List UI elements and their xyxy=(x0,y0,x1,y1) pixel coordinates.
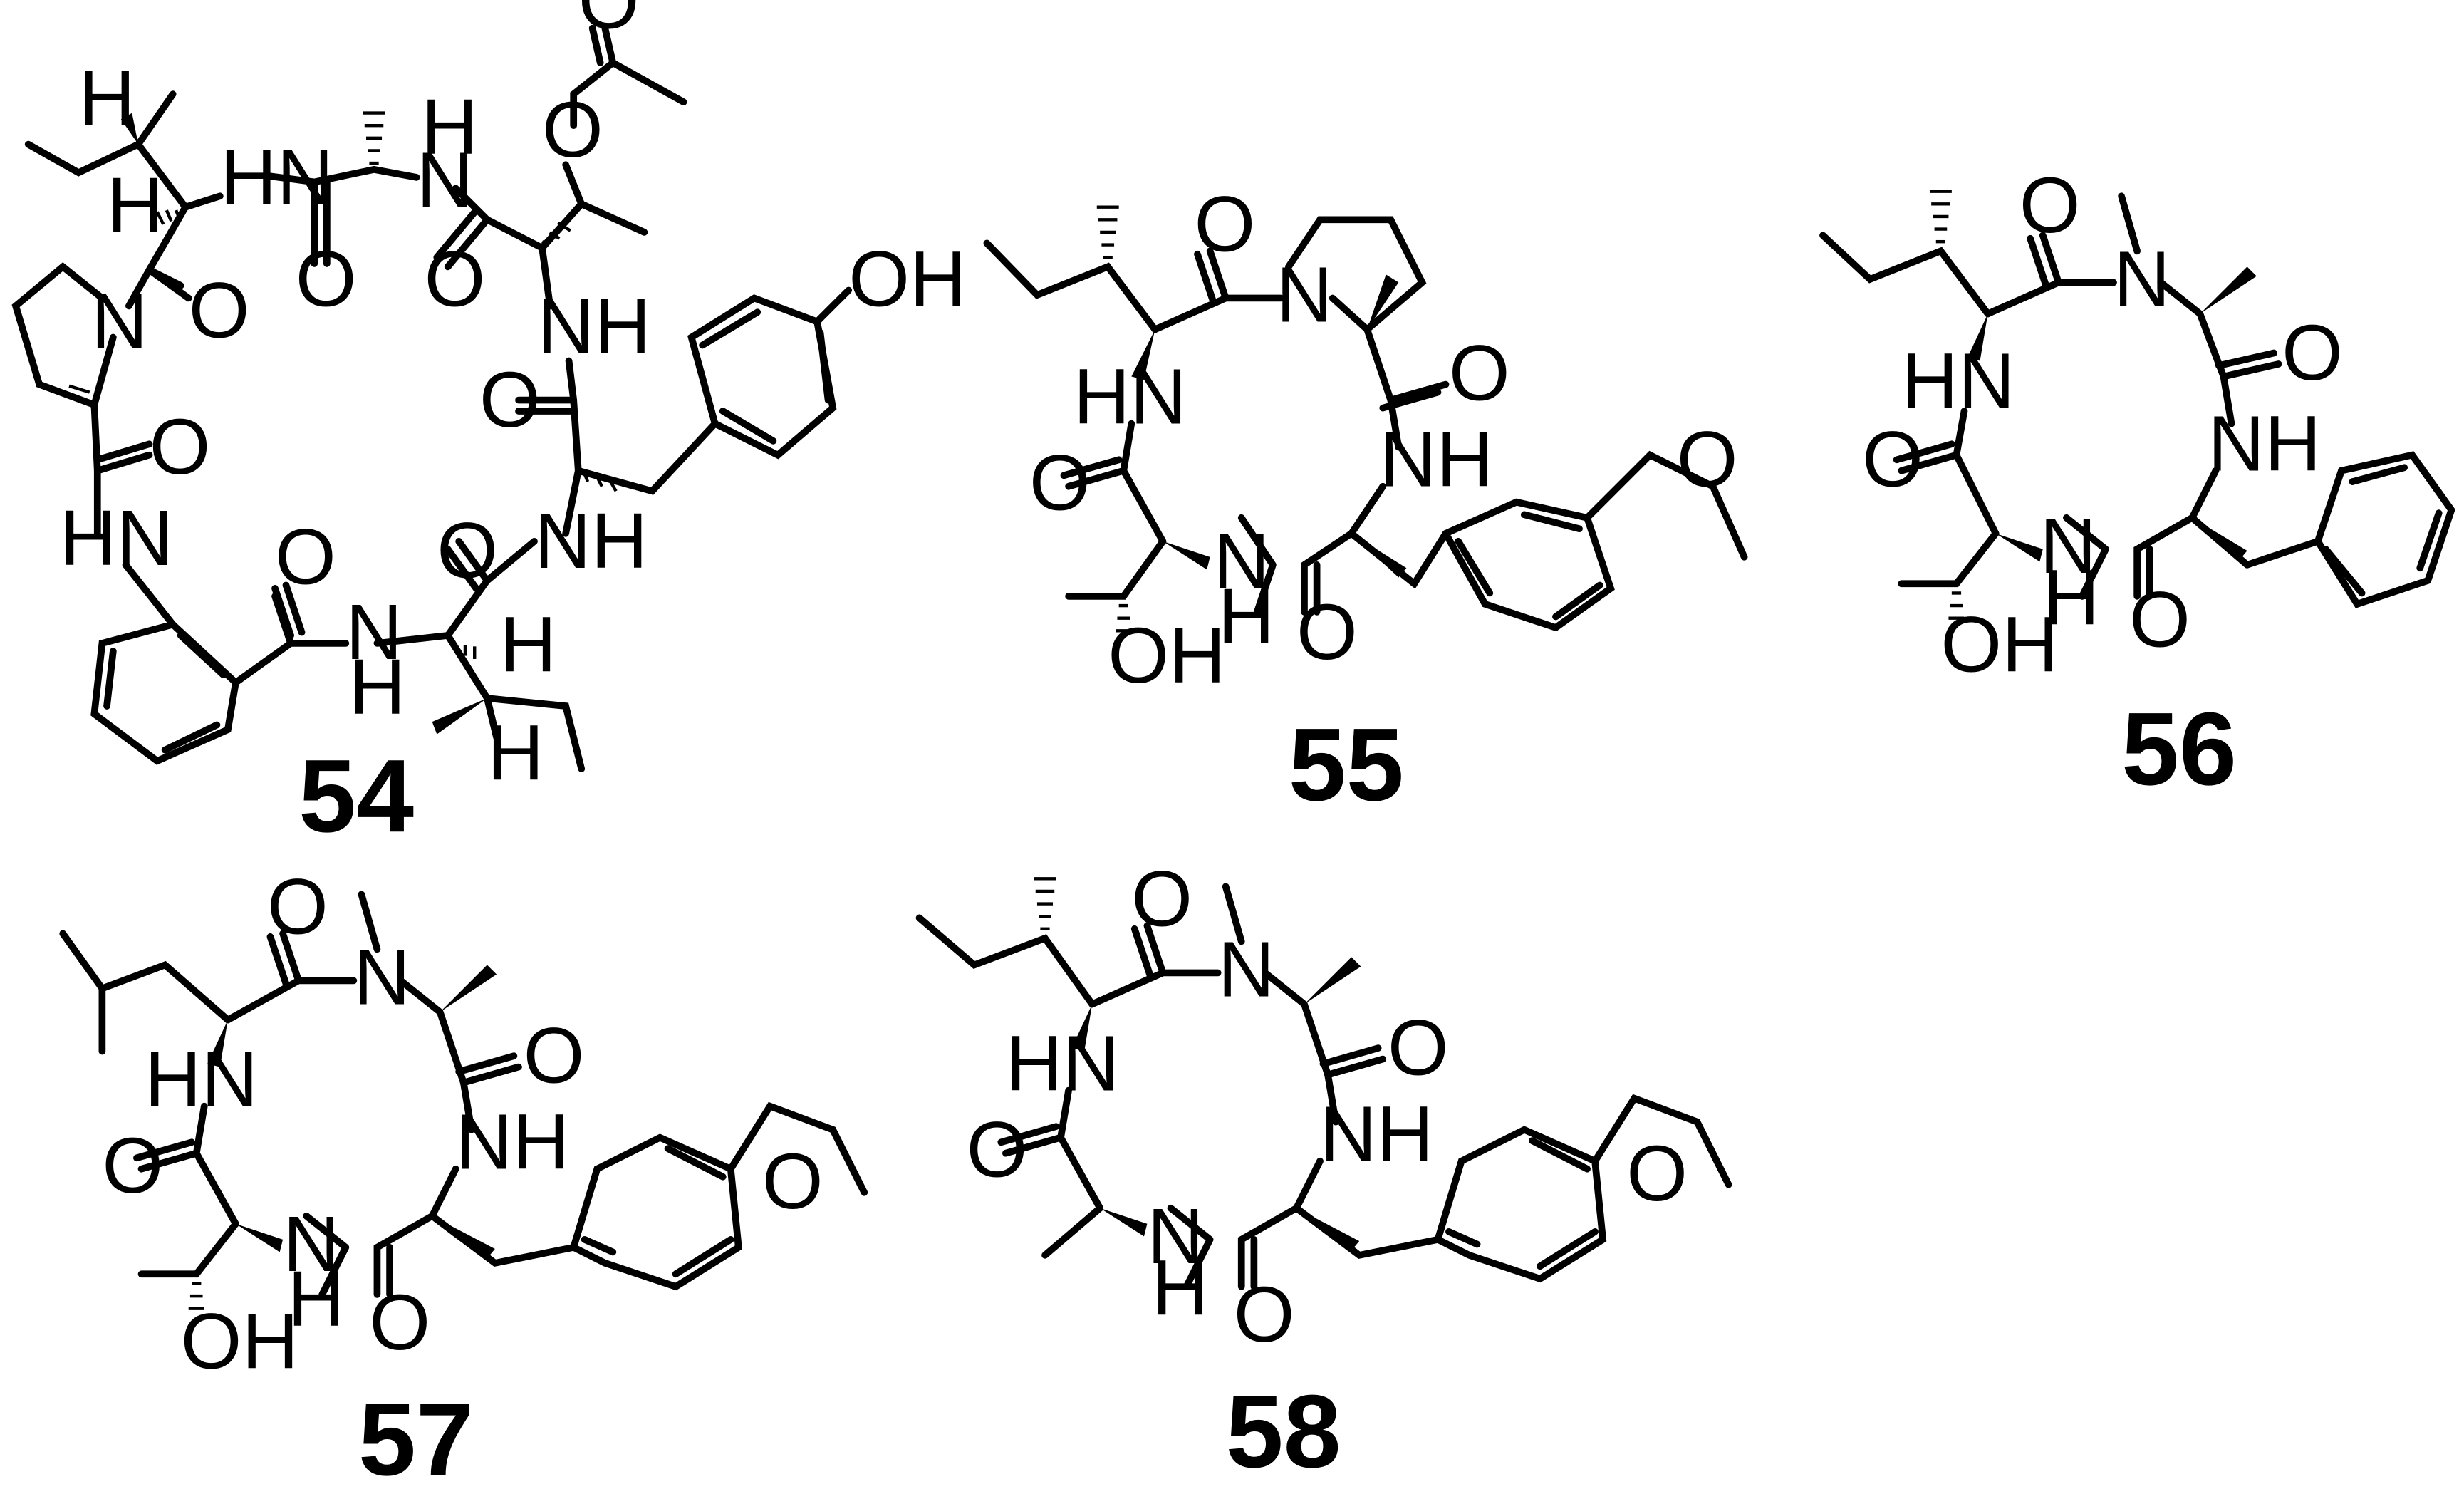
atom-o: O xyxy=(762,1138,823,1225)
atom-nh: NH xyxy=(1320,1091,1433,1178)
atom-o: O xyxy=(1234,1271,1295,1359)
atom-o: O xyxy=(524,1012,585,1100)
atom-h: H xyxy=(487,710,544,797)
atom-hn: HN xyxy=(1006,1020,1119,1108)
atom-nh: NH xyxy=(537,283,650,370)
atom-nh: NH xyxy=(2208,400,2321,488)
atom-oh: OH xyxy=(1108,612,1225,700)
atom-n: N xyxy=(1218,926,1275,1014)
atom-h: H xyxy=(107,162,164,249)
atom-n: N xyxy=(345,588,402,676)
atom-o: O xyxy=(967,1106,1028,1194)
compound-55: O N HN O NH O N H O OH O 55 xyxy=(983,180,1748,822)
atom-n: N xyxy=(353,934,410,1022)
atom-o: O xyxy=(1296,588,1358,676)
atom-o: O xyxy=(425,236,486,323)
atom-o: O xyxy=(1677,416,1738,504)
atom-oh: OH xyxy=(181,1298,298,1386)
atom-hn: HN xyxy=(1901,338,2015,425)
compound-label: 56 xyxy=(2121,690,2237,806)
compound-57: O N HN O NH O N H O OH O 57 xyxy=(59,863,868,1489)
atom-o: O xyxy=(102,1122,163,1210)
atom-hn: HN xyxy=(220,133,333,221)
atom-o: O xyxy=(1388,1005,1449,1092)
compound-label: 57 xyxy=(358,1381,474,1489)
atom-o: O xyxy=(2019,162,2081,249)
atom-nh: NH xyxy=(456,1099,569,1186)
atom-h: H xyxy=(1218,573,1275,660)
atom-o: O xyxy=(542,86,603,174)
atom-o: O xyxy=(1195,180,1256,268)
atom-o: O xyxy=(2129,576,2190,663)
atom-nh: NH xyxy=(534,497,648,585)
compound-label: 54 xyxy=(298,737,414,854)
compound-56: O N HN O NH O N H O OH 56 xyxy=(1819,162,2455,806)
atom-o: O xyxy=(150,403,211,491)
atom-hn: HN xyxy=(60,494,173,582)
atom-h: H xyxy=(1152,1245,1209,1332)
atom-o: O xyxy=(437,507,498,595)
atom-hn: HN xyxy=(145,1036,258,1124)
atom-n: N xyxy=(1276,251,1333,339)
compound-58: O N HN O NH O N H O O 58 xyxy=(915,855,1732,1489)
atom-o: O xyxy=(296,236,357,323)
atom-n: N xyxy=(1213,518,1270,606)
atom-h: H xyxy=(288,1255,345,1343)
atom-h: H xyxy=(78,55,135,142)
atom-o: O xyxy=(1862,416,1923,504)
atom-oh: OH xyxy=(1940,601,2058,689)
atom-o: O xyxy=(2282,309,2343,397)
atom-nh: NH xyxy=(1380,416,1493,504)
atom-h: H xyxy=(500,601,557,689)
atom-o: O xyxy=(1131,855,1192,943)
atom-oh: OH xyxy=(848,236,966,323)
atom-n: N xyxy=(417,137,474,224)
atom-h: H xyxy=(2043,554,2100,642)
atom-o: O xyxy=(275,513,336,601)
atom-o: O xyxy=(578,0,640,46)
atom-o: O xyxy=(479,356,541,444)
atom-n: N xyxy=(2039,502,2096,590)
atom-o: O xyxy=(369,1279,430,1366)
atom-hn: HN xyxy=(1074,353,1187,441)
atom-h: H xyxy=(349,643,406,731)
atom-o: O xyxy=(189,267,250,355)
atom-n: N xyxy=(283,1200,340,1288)
atom-o: O xyxy=(1449,330,1510,417)
atom-n: N xyxy=(1147,1193,1204,1280)
atom-h: H xyxy=(421,83,478,171)
atom-o: O xyxy=(1029,440,1091,527)
compound-label: 55 xyxy=(1289,706,1404,822)
compound-54: H HN H N O O N H O O O NH OH O O HN O O … xyxy=(11,0,967,854)
atom-o: O xyxy=(1626,1130,1688,1218)
atom-o: O xyxy=(267,863,328,950)
compound-label: 58 xyxy=(1226,1373,1341,1489)
atom-n: N xyxy=(91,278,148,365)
atom-n: N xyxy=(2114,236,2171,323)
